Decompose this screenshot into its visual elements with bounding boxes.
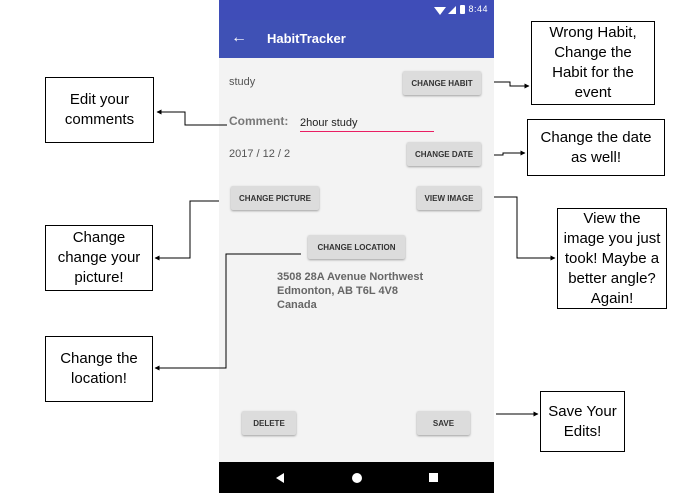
change-date-button[interactable]: CHANGE DATE (407, 142, 481, 166)
status-bar: 8:44 (219, 0, 494, 20)
change-location-button[interactable]: CHANGE LOCATION (308, 235, 405, 259)
nav-recents-icon[interactable] (429, 473, 438, 482)
change-picture-button[interactable]: CHANGE PICTURE (231, 186, 319, 210)
arrow-change-habit (494, 81, 530, 89)
battery-icon (460, 5, 465, 14)
status-time: 8:44 (468, 4, 488, 14)
annotation-view-image: View the image you just took! Maybe a be… (557, 208, 667, 309)
annotation-change-location: Change the location! (45, 336, 153, 402)
delete-button[interactable]: DELETE (242, 411, 296, 435)
comment-input[interactable] (300, 115, 434, 132)
annotation-change-picture: Change change your picture! (45, 225, 153, 291)
address-line-2: Edmonton, AB T6L 4V8 (277, 285, 399, 297)
address-line-3: Canada (277, 299, 317, 311)
annotation-save-edits: Save Your Edits! (540, 391, 625, 452)
edit-habit-form: study CHANGE HABIT Comment: 2017 / 12 / … (219, 58, 494, 462)
arrow-left-icon[interactable]: ← (231, 29, 247, 46)
arrow-view-image (494, 196, 556, 261)
arrow-change-location (154, 253, 301, 371)
annotation-edit-comments: Edit your comments (45, 77, 154, 143)
event-date: 2017 / 12 / 2 (229, 148, 291, 160)
nav-back-icon[interactable] (276, 473, 284, 483)
wifi-icon (434, 7, 446, 15)
address-line-1: 3508 28A Avenue Northwest (277, 271, 424, 283)
habit-name: study (229, 76, 256, 88)
annotation-wrong-habit: Wrong Habit, Change the Habit for the ev… (531, 21, 655, 105)
nav-home-icon[interactable] (352, 473, 362, 483)
comment-label: Comment: (229, 114, 289, 128)
navigation-bar (219, 462, 494, 493)
arrow-change-picture (154, 200, 219, 261)
arrow-change-date (494, 150, 526, 156)
annotation-change-date: Change the date as well! (527, 119, 665, 176)
app-bar: ← HabitTracker (219, 20, 494, 58)
view-image-button[interactable]: VIEW IMAGE (417, 186, 481, 210)
change-habit-button[interactable]: CHANGE HABIT (403, 71, 481, 95)
save-button[interactable]: SAVE (417, 411, 470, 435)
arrow-edit-comments (156, 109, 227, 126)
signal-icon (448, 6, 456, 14)
app-title: HabitTracker (267, 31, 346, 46)
phone-screen: 8:44 ← HabitTracker study CHANGE HABIT C… (219, 0, 494, 493)
